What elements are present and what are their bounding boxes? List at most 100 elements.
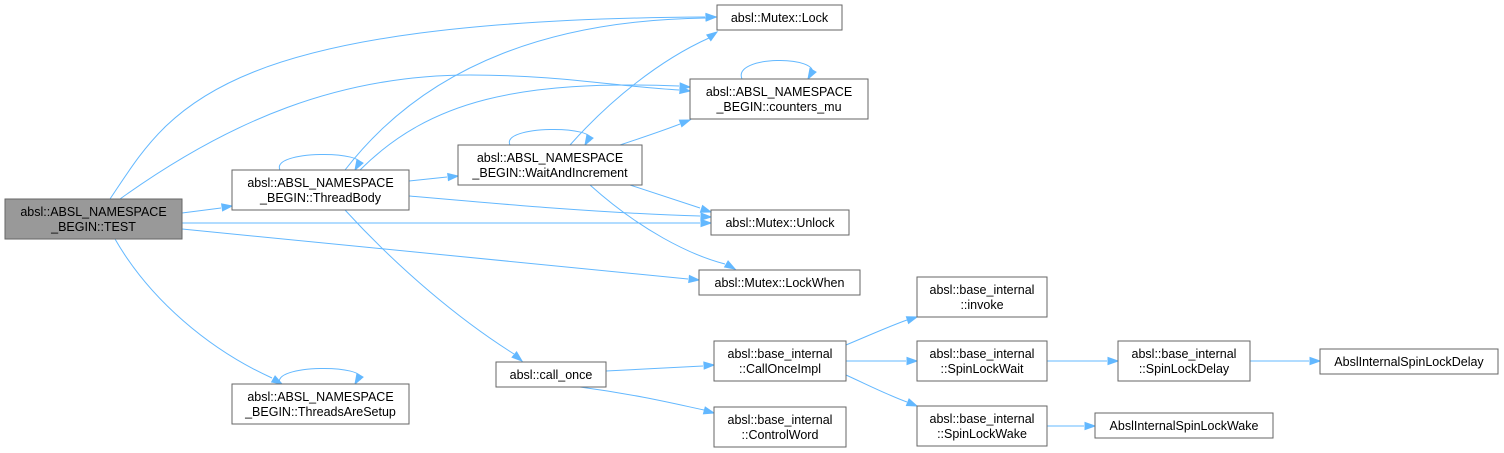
arrowhead-icon <box>688 274 701 284</box>
edge-line <box>619 123 681 146</box>
edge-wait_and_increment-to-counters_mu <box>619 119 692 146</box>
node-box <box>916 276 1048 318</box>
node-label-line: ::SpinLockWait <box>941 362 1024 376</box>
edge-test-to-mutex_unlock <box>181 218 713 228</box>
node-label-line: absl::ABSL_NAMESPACE <box>20 205 166 219</box>
node-label-line: AbslInternalSpinLockWake <box>1110 419 1259 433</box>
arrowhead-icon <box>905 316 919 325</box>
node-label-line: _BEGIN::WaitAndIncrement <box>471 166 628 180</box>
node-label-line: _BEGIN::counters_mu <box>715 100 841 114</box>
node-box <box>1319 348 1499 375</box>
node-box <box>713 406 847 448</box>
arrowhead-icon <box>705 13 718 22</box>
node-label-line: absl::base_internal <box>930 283 1035 297</box>
node-mutex-lock[interactable]: absl::Mutex::Lock <box>716 4 843 31</box>
edge-line <box>279 368 361 385</box>
node-wait-and-increment[interactable]: absl::ABSL_NAMESPACE_BEGIN::WaitAndIncre… <box>457 144 643 186</box>
node-label-line: ::SpinLockDelay <box>1139 362 1230 376</box>
node-absl-spin-lock-wake[interactable]: AbslInternalSpinLockWake <box>1094 412 1274 439</box>
edge-line <box>408 176 448 182</box>
edge-test-to-thread_body <box>181 203 234 214</box>
edge-threads_are_setup-to-threads_are_setup <box>279 368 364 386</box>
node-call-once[interactable]: absl::call_once <box>495 361 607 388</box>
node-label-line: absl::Mutex::Unlock <box>725 216 835 230</box>
node-threads-are-setup[interactable]: absl::ABSL_NAMESPACE_BEGIN::ThreadsAreSe… <box>231 383 410 425</box>
node-spin-lock-delay[interactable]: absl::base_internal::SpinLockDelay <box>1117 340 1251 382</box>
arrowhead-icon <box>1084 421 1097 431</box>
node-mutex-lockwhen[interactable]: absl::Mutex::LockWhen <box>698 269 861 296</box>
edge-line <box>344 17 707 171</box>
node-thread-body[interactable]: absl::ABSL_NAMESPACE_BEGIN::ThreadBody <box>231 169 410 211</box>
edge-line <box>344 209 515 355</box>
node-label-line: ::SpinLockWake <box>937 427 1027 441</box>
node-label-line: _BEGIN::TEST <box>50 220 136 234</box>
edge-spin_lock_wait-to-spin_lock_delay <box>1047 356 1120 366</box>
node-invoke[interactable]: absl::base_internal::invoke <box>916 276 1048 318</box>
node-absl-spin-lock-delay[interactable]: AbslInternalSpinLockDelay <box>1319 348 1499 375</box>
edge-line <box>629 184 701 209</box>
node-control-word[interactable]: absl::base_internal::ControlWord <box>713 406 847 448</box>
edge-thread_body-to-wait_and_increment <box>408 172 460 182</box>
arrowhead-icon <box>905 398 919 407</box>
node-label-line: absl::base_internal <box>930 412 1035 426</box>
node-label-line: absl::Mutex::Lock <box>731 11 829 25</box>
node-spin-lock-wait[interactable]: absl::base_internal::SpinLockWait <box>916 340 1048 382</box>
edge-test-to-threads_are_setup <box>114 238 284 385</box>
node-label-line: absl::base_internal <box>1132 347 1237 361</box>
edge-line <box>509 129 591 146</box>
arrowhead-icon <box>700 212 713 221</box>
edge-line <box>109 16 706 200</box>
node-label-line: ::ControlWord <box>742 428 819 442</box>
arrowhead-icon <box>703 361 716 370</box>
edge-thread_body-to-call_once <box>344 209 524 362</box>
node-box <box>713 340 847 382</box>
node-spin-lock-wake[interactable]: absl::base_internal::SpinLockWake <box>916 405 1048 447</box>
node-box <box>231 383 410 425</box>
node-label-line: absl::ABSL_NAMESPACE <box>706 85 852 99</box>
arrowhead-icon <box>678 119 692 128</box>
edge-line <box>569 37 710 146</box>
edge-line <box>114 238 273 379</box>
node-call-once-impl[interactable]: absl::base_internal::CallOnceImpl <box>713 340 847 382</box>
arrowhead-icon <box>354 372 364 386</box>
edge-call_once_impl-to-invoke <box>845 316 919 346</box>
arrowhead-icon <box>447 172 460 182</box>
node-box <box>916 405 1048 447</box>
nodes-layer: absl::ABSL_NAMESPACE_BEGIN::TESTabsl::AB… <box>4 4 1499 448</box>
edge-line <box>181 228 689 280</box>
arrowhead-icon <box>584 133 594 147</box>
arrowhead-icon <box>807 67 817 81</box>
node-label-line: absl::ABSL_NAMESPACE <box>247 176 393 190</box>
arrowhead-icon <box>700 218 713 228</box>
edge-spin_lock_wake-to-absl_spin_lock_wake <box>1047 421 1097 431</box>
arrowhead-icon <box>679 82 692 91</box>
edge-line <box>605 365 704 372</box>
arrowhead-icon <box>1107 356 1120 366</box>
edge-line <box>359 84 680 171</box>
edge-wait_and_increment-to-mutex_unlock <box>629 184 713 213</box>
edge-call_once-to-call_once_impl <box>605 361 716 372</box>
node-box <box>4 198 183 240</box>
node-mutex-unlock[interactable]: absl::Mutex::Unlock <box>710 209 850 236</box>
edge-thread_body-to-mutex_unlock <box>408 195 713 221</box>
edge-line <box>181 222 701 225</box>
node-label-line: _BEGIN::ThreadsAreSetup <box>244 405 396 419</box>
edge-line <box>589 184 726 265</box>
node-box <box>710 209 850 236</box>
edge-line <box>181 207 222 214</box>
edge-counters_mu-to-counters_mu <box>740 60 817 81</box>
node-counters-mu[interactable]: absl::ABSL_NAMESPACE_BEGIN::counters_mu <box>689 78 869 120</box>
node-box <box>1094 412 1274 439</box>
arrowhead-icon <box>511 351 524 362</box>
arrowhead-icon <box>705 31 719 42</box>
arrowhead-icon <box>1309 356 1322 366</box>
edge-test-to-mutex_lockwhen <box>181 228 701 284</box>
edge-line <box>579 386 705 411</box>
node-box <box>457 144 643 186</box>
arrowhead-icon <box>221 203 234 212</box>
edge-wait_and_increment-to-mutex_lock <box>569 31 719 146</box>
edge-thread_body-to-mutex_lock <box>344 13 718 171</box>
arrowhead-icon <box>723 260 737 270</box>
node-test[interactable]: absl::ABSL_NAMESPACE_BEGIN::TEST <box>4 198 183 240</box>
